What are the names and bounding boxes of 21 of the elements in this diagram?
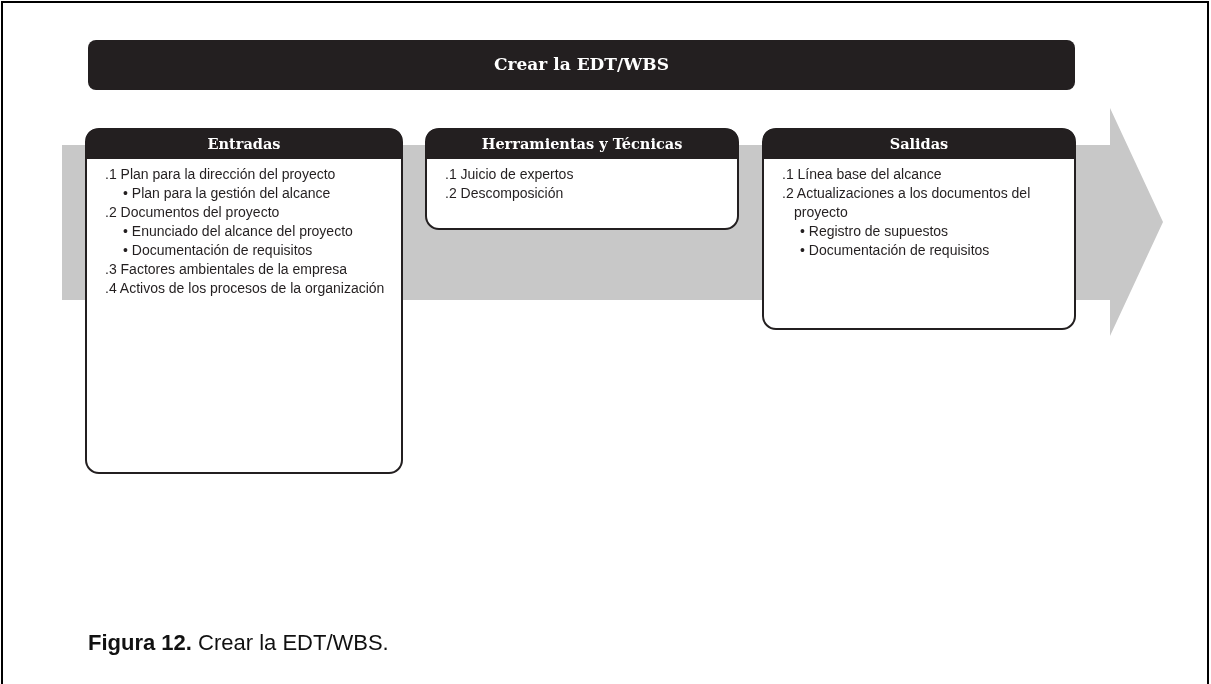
box-heading: Salidas	[763, 129, 1075, 159]
list-item: .1 Plan para la dirección del proyecto	[104, 165, 337, 184]
list-item: .2 Actualizaciones a los documentos del proyecto	[781, 184, 1032, 222]
process-box	[425, 128, 739, 230]
process-box	[762, 128, 1076, 330]
list-item: .3 Factores ambientales de la empresa	[104, 260, 348, 279]
list-item: .2 Descomposición	[444, 184, 565, 203]
box-heading: Herramientas y Técnicas	[426, 129, 738, 159]
list-item: .1 Línea base del alcance	[781, 165, 943, 184]
box-heading: Entradas	[86, 129, 402, 159]
list-item: • Documentación de requisitos	[122, 241, 314, 260]
list-item: • Enunciado del alcance del proyecto	[122, 222, 354, 241]
list-item: .1 Juicio de expertos	[444, 165, 575, 184]
process-box	[85, 128, 403, 474]
list-item: • Documentación de requisitos	[799, 241, 991, 260]
list-item: • Plan para la gestión del alcance	[122, 184, 332, 203]
title-bar: Crear la EDT/WBS	[88, 40, 1075, 90]
list-item: .4 Activos de los procesos de la organización	[104, 279, 386, 298]
list-item: • Registro de supuestos	[799, 222, 950, 241]
list-item: .2 Documentos del proyecto	[104, 203, 281, 222]
figure-caption: Figura 12. Crear la EDT/WBS.	[88, 630, 389, 656]
